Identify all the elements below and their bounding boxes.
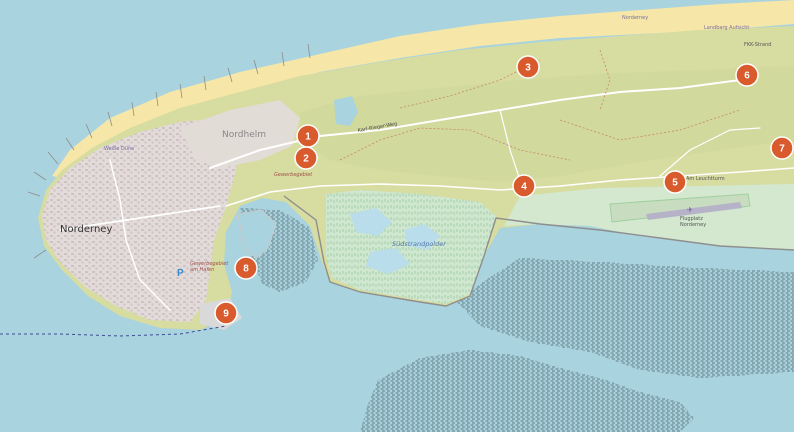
parking-sign: P (177, 268, 184, 279)
beach-north (52, 0, 794, 182)
town-label: Norderney (60, 224, 112, 235)
beach-west-label: Weiße Düne (104, 146, 134, 152)
lake (334, 96, 358, 126)
marker-circle (214, 301, 238, 325)
polder-label: Südstrandpolder (392, 240, 447, 248)
district-label: Nordhelm (222, 130, 266, 140)
marker-number: 9 (223, 309, 229, 320)
map-marker-6[interactable]: 6 (735, 63, 759, 87)
business-area-label: Gewerbegebiet (274, 172, 313, 178)
groynes (27, 43, 311, 259)
markers-layer: 1 2 3 4 5 6 7 8 9 (214, 55, 794, 325)
marker-number: 8 (243, 264, 249, 275)
marker-circle (735, 63, 759, 87)
marker-number: 3 (525, 63, 531, 74)
marker-number: 2 (303, 154, 309, 165)
map-marker-2[interactable]: 2 (294, 146, 318, 170)
beach-east-label: Landbarg Aufsicht (704, 25, 749, 31)
map-marker-7[interactable]: 7 (770, 136, 794, 160)
strand-label: FKK-Strand (744, 42, 771, 48)
marker-number: 6 (744, 71, 750, 82)
marker-number: 7 (779, 144, 785, 155)
marker-circle (770, 136, 794, 160)
lighthouse-label: Am Leuchtturm (686, 176, 725, 182)
map-marker-9[interactable]: 9 (214, 301, 238, 325)
dunes-green (300, 66, 794, 182)
map-marker-8[interactable]: 8 (234, 256, 258, 280)
dune-paths (339, 49, 741, 161)
map-marker-1[interactable]: 1 (296, 124, 320, 148)
harbor-basin (237, 209, 277, 259)
airport-icon: ✈ (687, 207, 693, 214)
polder-ponds (350, 208, 440, 274)
marker-circle (663, 170, 687, 194)
town-area (42, 118, 240, 322)
road-network (59, 79, 794, 311)
svg-text:P: P (177, 268, 184, 279)
airport (609, 193, 751, 223)
marker-circle (516, 55, 540, 79)
marker-number: 1 (305, 132, 311, 143)
marker-circle (234, 256, 258, 280)
map-marker-4[interactable]: 4 (512, 174, 536, 198)
marker-number: 5 (672, 178, 678, 189)
nordhelm-area (180, 100, 300, 168)
marker-number: 4 (521, 182, 527, 193)
dike-line (283, 195, 794, 307)
beach-north-label: Norderney (622, 15, 648, 21)
map-marker-3[interactable]: 3 (516, 55, 540, 79)
marker-circle (294, 146, 318, 170)
map-marker-5[interactable]: 5 (663, 170, 687, 194)
marker-circle (512, 174, 536, 198)
ferry-route (0, 325, 227, 337)
